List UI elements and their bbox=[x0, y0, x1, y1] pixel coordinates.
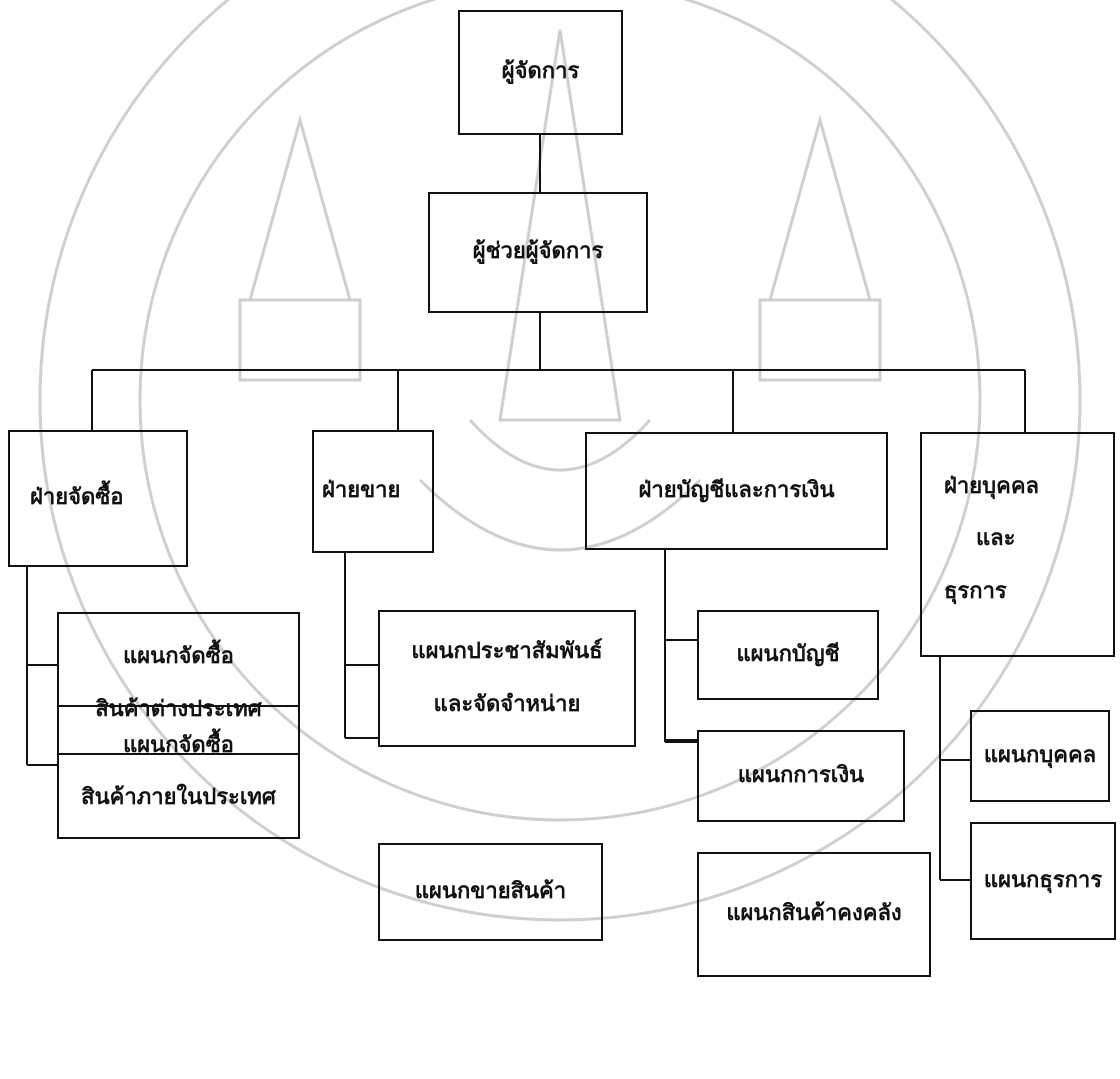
section-inventory-label: แผนกสินค้าคงคลัง bbox=[726, 901, 902, 927]
division-hr-line-1: ฝ่ายบุคคล bbox=[944, 474, 1040, 499]
division-purchasing-label: ฝ่ายจัดซื้อ bbox=[30, 485, 124, 511]
section-personnel-label: แผนกบุคคล bbox=[983, 742, 1097, 768]
section-purchasing-foreign-line-1: แผนกจัดซื้อ bbox=[123, 644, 234, 670]
assistant-manager-box: ผู้ช่วยผู้จัดการ bbox=[428, 192, 648, 313]
section-sales-pr-line-1: แผนกประชาสัมพันธ์ bbox=[411, 639, 603, 665]
manager-box: ผู้จัดการ bbox=[458, 10, 623, 135]
manager-label: ผู้จัดการ bbox=[501, 59, 580, 85]
section-purchasing-domestic-line-2: สินค้าภายในประเทศ bbox=[81, 785, 276, 810]
section-purchasing-domestic-line-1: แผนกจัดซื้อ bbox=[123, 732, 234, 758]
section-inventory: แผนกสินค้าคงคลัง bbox=[697, 852, 931, 977]
section-finance-label: แผนกการเงิน bbox=[737, 762, 865, 788]
section-purchasing-foreign-line-2: สินค้าต่างประเทศ bbox=[95, 696, 262, 722]
division-accounting-finance: ฝ่ายบัญชีและการเงิน bbox=[585, 432, 888, 550]
section-administration: แผนกธุรการ bbox=[970, 822, 1116, 940]
section-purchasing-foreign: แผนกจัดซื้อ สินค้าต่างประเทศ bbox=[57, 612, 300, 755]
division-hr-line-2: และ bbox=[976, 526, 1016, 552]
division-hr-line-3: ธุรการ bbox=[944, 578, 1007, 604]
section-purchasing-domestic: แผนกจัดซื้อ สินค้าภายในประเทศ bbox=[57, 705, 300, 839]
division-sales-label: ฝ่ายขาย bbox=[322, 478, 401, 504]
section-sales-products: แผนกขายสินค้า bbox=[378, 843, 603, 941]
section-sales-pr-line-2: และจัดจำหน่าย bbox=[433, 691, 581, 717]
section-finance: แผนกการเงิน bbox=[697, 730, 905, 822]
division-purchasing: ฝ่ายจัดซื้อ bbox=[8, 430, 188, 567]
division-sales: ฝ่ายขาย bbox=[312, 430, 434, 553]
section-accounting: แผนกบัญชี bbox=[697, 610, 879, 700]
section-accounting-label: แผนกบัญชี bbox=[736, 641, 840, 667]
section-sales-products-label: แผนกขายสินค้า bbox=[414, 878, 567, 904]
section-administration-label: แผนกธุรการ bbox=[983, 867, 1103, 893]
section-personnel: แผนกบุคคล bbox=[970, 710, 1110, 802]
assistant-manager-label: ผู้ช่วยผู้จัดการ bbox=[472, 239, 604, 265]
section-sales-pr-distribution: แผนกประชาสัมพันธ์ และจัดจำหน่าย bbox=[378, 610, 636, 747]
division-hr-admin: ฝ่ายบุคคล และ ธุรการ bbox=[920, 432, 1115, 657]
division-accounting-finance-label: ฝ่ายบัญชีและการเงิน bbox=[638, 477, 835, 503]
